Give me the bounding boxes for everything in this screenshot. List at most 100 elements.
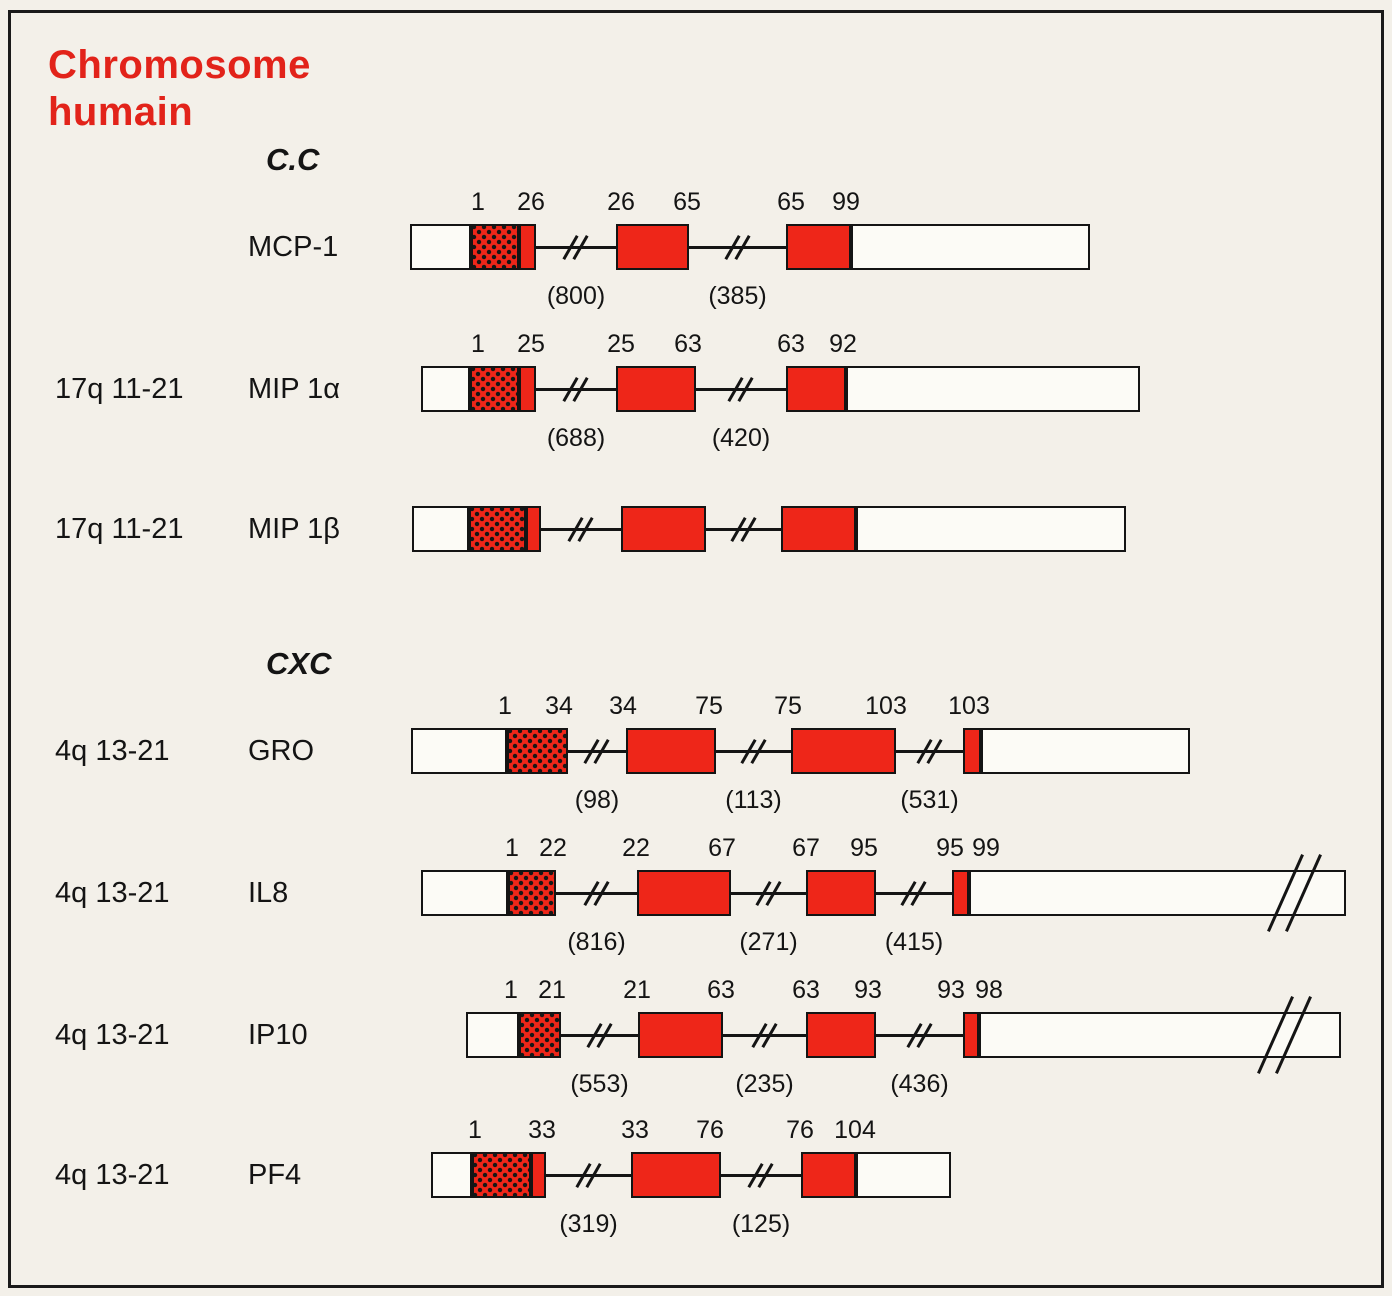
figure-title-line2: humain [48,90,194,135]
intron-line [568,749,626,753]
exon-box [786,224,851,270]
aa-position-label: 21 [623,976,651,1004]
gene-name-label: GRO [248,735,315,767]
intron-line [546,1173,631,1177]
gene-name-label: MCP-1 [248,231,339,263]
aa-position-label: 103 [865,692,907,720]
exon-box [637,870,731,916]
exon-box-thin [519,224,536,270]
aa-position-label: 92 [829,330,857,358]
intron-size-label: (816) [567,928,626,956]
intron-line [706,527,781,531]
gene-name-label: IL8 [248,877,289,909]
intron-size-label: (319) [559,1210,618,1238]
intron-line [876,1033,963,1037]
utr-box [410,224,471,270]
intron-size-label: (113) [725,786,782,814]
aa-position-label: 1 [471,330,485,358]
chromosome-location-label: 4q 13-21 [55,1019,170,1051]
chromosome-location-label: 4q 13-21 [55,1159,170,1191]
intron-size-label: (420) [711,424,771,452]
signal-peptide-exon-box [519,1012,561,1058]
aa-position-label: 93 [937,976,965,1004]
family-group-label: CXC [266,646,332,681]
intron-size-label: (125) [731,1210,791,1238]
utr-box [846,366,1140,412]
utr-box [411,728,507,774]
figure-title: Chromosome humain [48,42,311,136]
aa-position-label: 76 [696,1116,724,1144]
intron-size-label: (385) [708,282,767,310]
aa-position-label: 1 [498,692,512,720]
intron-size-label: (436) [890,1070,949,1098]
aa-position-label: 1 [505,834,519,862]
intron-line [689,245,786,249]
aa-position-label: 1 [468,1116,482,1144]
exon-box [806,870,876,916]
aa-position-label: 34 [545,692,573,720]
aa-position-label: 33 [528,1116,556,1144]
gene-name-label: MIP 1β [248,513,340,545]
figure-frame [8,10,1384,1288]
intron-line [721,1173,801,1177]
exon-box [786,366,846,412]
utr-box [421,870,508,916]
aa-position-label: 95 [850,834,878,862]
aa-position-label: 104 [834,1116,876,1144]
aa-position-label: 1 [504,976,518,1004]
aa-position-label: 65 [673,188,701,216]
signal-peptide-exon-box [469,506,526,552]
exon-box [626,728,716,774]
intron-size-label: (271) [739,928,798,956]
intron-size-label: (531) [900,786,959,814]
signal-peptide-exon-box [472,1152,531,1198]
aa-position-label: 26 [517,188,545,216]
intron-size-label: (98) [574,786,620,814]
signal-peptide-exon-box [470,366,519,412]
aa-position-label: 63 [777,330,805,358]
utr-box [466,1012,519,1058]
aa-position-label: 98 [975,976,1003,1004]
exon-box [621,506,706,552]
intron-line [731,891,806,895]
exon-box [638,1012,723,1058]
exon-box-thin [963,728,981,774]
intron-size-label: (800) [546,282,606,310]
aa-position-label: 1 [471,188,485,216]
aa-position-label: 63 [792,976,820,1004]
intron-line [561,1033,638,1037]
aa-position-label: 67 [792,834,820,862]
exon-box [791,728,896,774]
intron-line [876,891,952,895]
aa-position-label: 25 [607,330,635,358]
intron-size-label: (688) [546,424,606,452]
intron-size-label: (235) [735,1070,794,1098]
utr-box [981,728,1190,774]
intron-line [536,245,616,249]
aa-position-label: 33 [621,1116,649,1144]
aa-position-label: 21 [538,976,566,1004]
aa-position-label: 25 [517,330,545,358]
signal-peptide-exon-box [508,870,556,916]
utr-box [856,1152,951,1198]
utr-box [421,366,470,412]
aa-position-label: 103 [948,692,990,720]
intron-line [536,387,616,391]
exon-box [806,1012,876,1058]
aa-position-label: 65 [777,188,805,216]
intron-line [896,749,963,753]
gene-name-label: IP10 [248,1019,308,1051]
chromosome-location-label: 4q 13-21 [55,735,170,767]
chromosome-location-label: 17q 11-21 [55,373,184,405]
exon-box-thin [526,506,541,552]
signal-peptide-exon-box [471,224,519,270]
utr-box [412,506,469,552]
intron-line [716,749,791,753]
exon-box [616,366,696,412]
aa-position-label: 26 [607,188,635,216]
utr-box [856,506,1126,552]
exon-box [616,224,689,270]
exon-box-thin [952,870,969,916]
intron-size-label: (553) [570,1070,629,1098]
